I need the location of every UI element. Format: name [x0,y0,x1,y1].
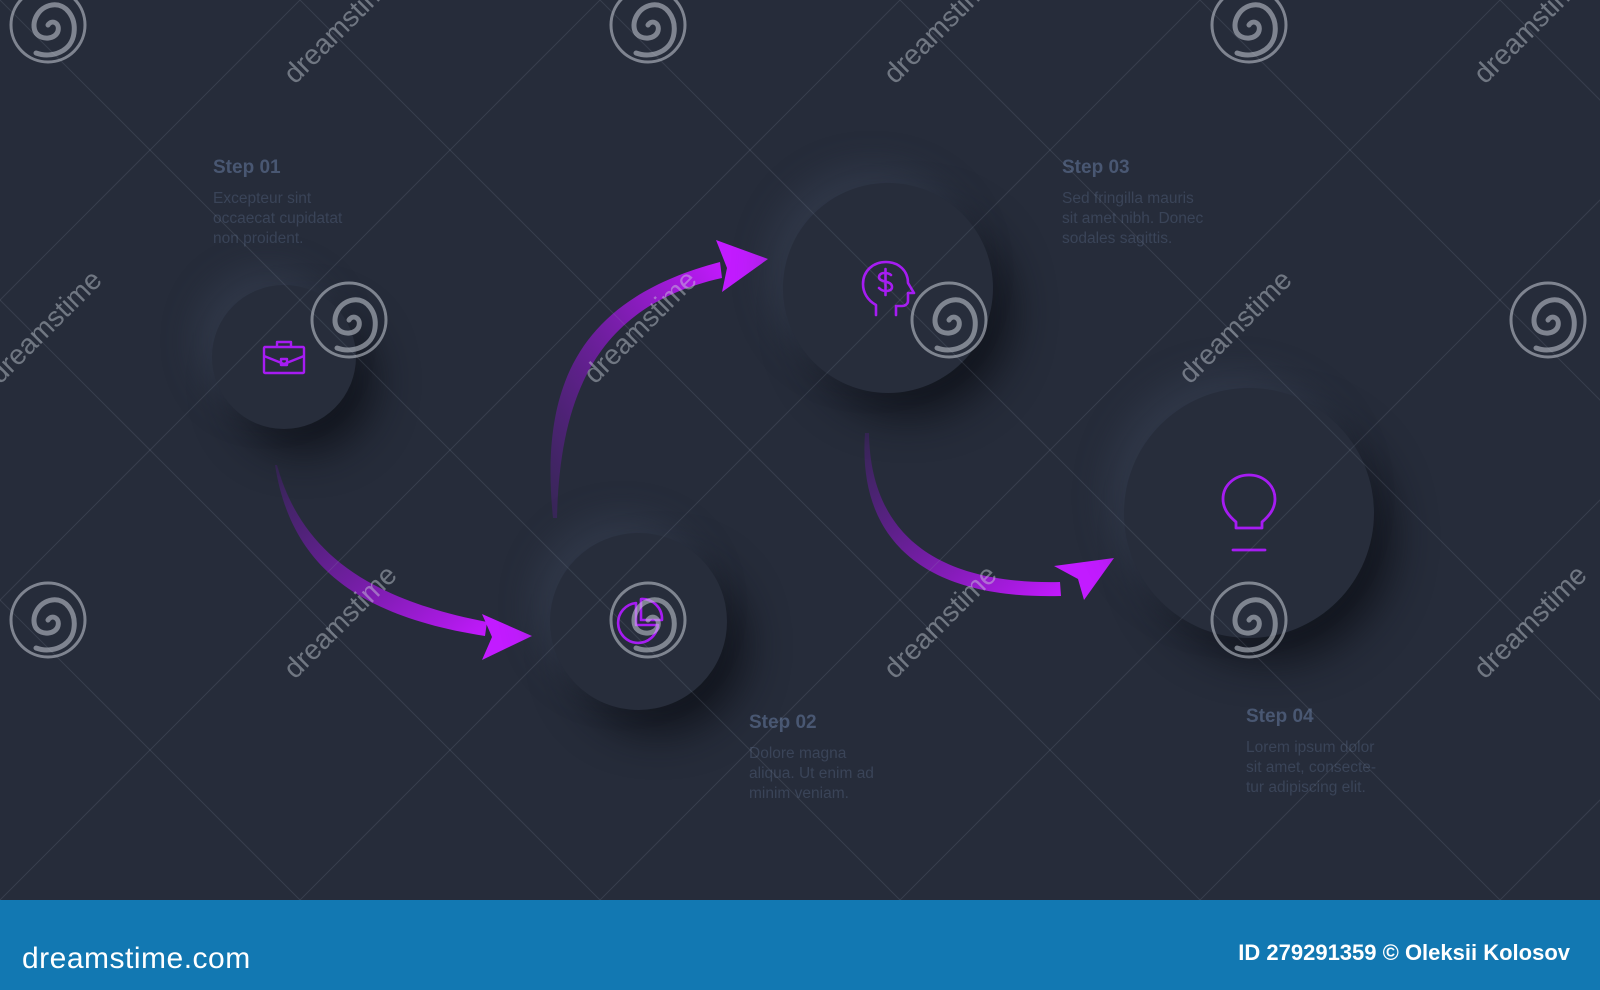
step-01-description: Excepteur sint occaecat cupidatat non pr… [213,189,342,249]
step-04-line: tur adipiscing elit. [1246,779,1366,796]
pie-chart-icon [616,597,663,644]
step-04-description: Lorem ipsum dolor sit amet, consecte- tu… [1246,738,1376,798]
step-04-line: Lorem ipsum dolor [1246,739,1375,756]
footer-credit: ID 279291359 © Oleksii Kolosov [1238,940,1570,965]
step-03-line: sit amet nibh. Donec [1062,210,1204,227]
step-03-line: Sed fringilla mauris [1062,190,1194,207]
step-02-title: Step 02 [749,712,817,733]
step-03-title: Step 03 [1062,157,1130,178]
step-03-circle [783,183,993,393]
step-02-line: minim veniam. [749,785,849,802]
footer-bar: dreamstime.com ID 279291359 © Oleksii Ko… [0,900,1600,990]
arrow-step3-to-step4 [864,433,1114,600]
dollar-head-icon [861,260,916,317]
step-01-circle [212,285,356,429]
step-02-description: Dolore magna aliqua. Ut enim ad minim ve… [749,744,874,804]
footer-brand[interactable]: dreamstime.com [22,942,251,975]
step-01-line: occaecat cupidatat [213,210,343,227]
step-02-line: aliqua. Ut enim ad [749,765,874,782]
lightbulb-icon [1221,473,1277,552]
arrow-step1-to-step2 [275,465,532,660]
step-01-line: non proident. [213,230,304,247]
step-03-description: Sed fringilla mauris sit amet nibh. Done… [1062,189,1203,249]
flow-arrows [275,240,1114,660]
step-02-circle [550,533,727,710]
arrow-step2-to-step3 [550,240,768,518]
diagram-canvas: Step 01 Excepteur sint occaecat cupidata… [0,0,1600,900]
step-03-line: sodales sagittis. [1062,230,1173,247]
step-02-line: Dolore magna [749,745,847,762]
step-04-circle [1124,388,1374,638]
step-01-title: Step 01 [213,157,281,178]
step-04-title: Step 04 [1246,706,1314,727]
step-01-line: Excepteur sint [213,190,312,207]
step-04-line: sit amet, consecte- [1246,759,1377,776]
briefcase-icon [262,340,306,375]
